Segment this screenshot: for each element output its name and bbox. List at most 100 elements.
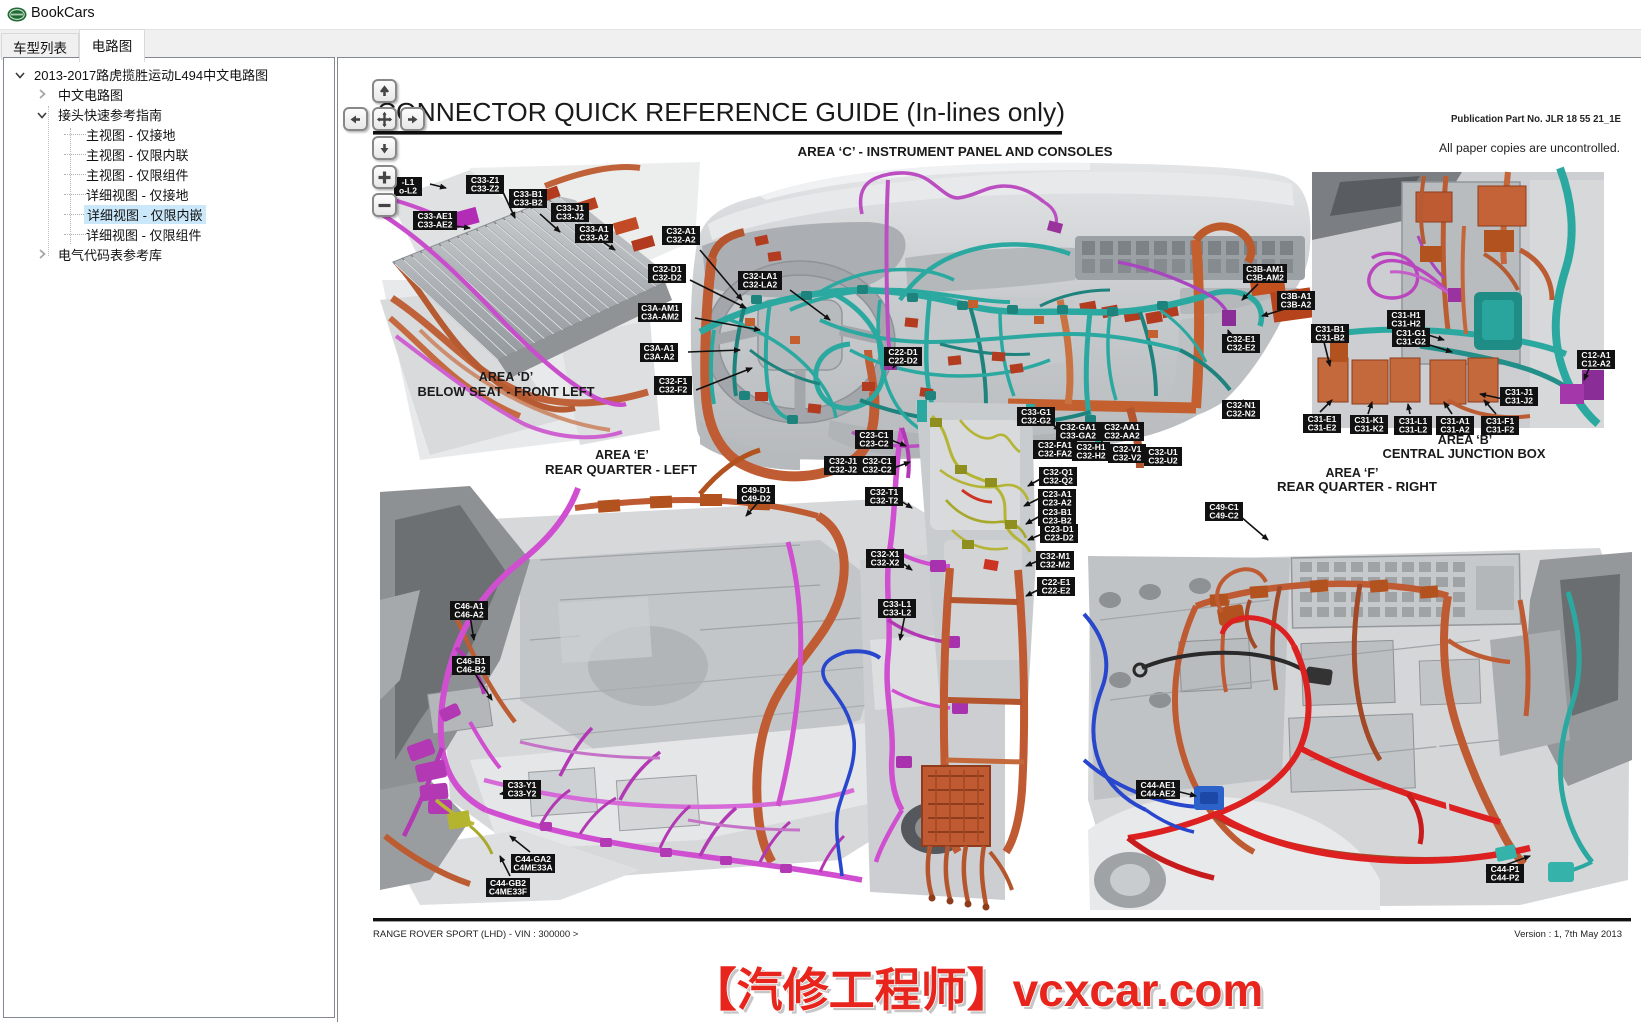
svg-text:RANGE ROVER SPORT (LHD) - VIN: RANGE ROVER SPORT (LHD) - VIN : 300000 >: [373, 929, 579, 940]
svg-text:C31-L2: C31-L2: [1399, 425, 1428, 435]
svg-text:C3A-A2: C3A-A2: [644, 352, 675, 362]
svg-text:All paper copies are uncontrol: All paper copies are uncontrolled.: [1439, 143, 1620, 155]
svg-text:AREA ‘E’: AREA ‘E’: [595, 448, 649, 462]
svg-text:C46-A1: C46-A1: [454, 601, 484, 611]
svg-text:C23-B2: C23-B2: [1042, 516, 1072, 526]
svg-text:C32-Q2: C32-Q2: [1043, 476, 1073, 486]
svg-text:C31-E2: C31-E2: [1308, 423, 1337, 433]
svg-text:C32-U2: C32-U2: [1148, 456, 1178, 466]
svg-text:C44-P2: C44-P2: [1491, 873, 1520, 883]
svg-text:C31-B1: C31-B1: [1315, 324, 1345, 334]
svg-text:C32-FA1: C32-FA1: [1038, 440, 1072, 450]
svg-text:C23-D2: C23-D2: [1044, 533, 1074, 543]
svg-text:C33-Y1: C33-Y1: [508, 780, 537, 790]
svg-text:C22-D2: C22-D2: [888, 356, 918, 366]
svg-text:Version : 1, 7th May 2013: Version : 1, 7th May 2013: [1514, 929, 1622, 940]
svg-text:C32-G2: C32-G2: [1021, 416, 1051, 426]
svg-text:C12-A2: C12-A2: [1581, 359, 1611, 369]
svg-text:C32-X1: C32-X1: [871, 549, 900, 559]
svg-text:C31-A1: C31-A1: [1440, 416, 1470, 426]
svg-text:C31-K2: C31-K2: [1354, 424, 1384, 434]
svg-text:C32-E2: C32-E2: [1227, 343, 1256, 353]
svg-text:C32-V2: C32-V2: [1113, 453, 1142, 463]
svg-text:C49-C2: C49-C2: [1209, 511, 1239, 521]
svg-text:C23-D1: C23-D1: [1044, 524, 1074, 534]
svg-text:C32-GA1: C32-GA1: [1060, 422, 1096, 432]
svg-text:C22-E2: C22-E2: [1042, 586, 1071, 596]
svg-text:C22-E1: C22-E1: [1042, 577, 1071, 587]
svg-text:C31-F1: C31-F1: [1486, 416, 1515, 426]
svg-text:C32-C1: C32-C1: [862, 456, 892, 466]
svg-text:【汽修工程师】vcxcar.com: 【汽修工程师】vcxcar.com: [691, 964, 1264, 1016]
svg-text:C32-T1: C32-T1: [870, 487, 899, 497]
svg-text:C23-A2: C23-A2: [1042, 498, 1072, 508]
svg-text:C32-T2: C32-T2: [870, 496, 899, 506]
svg-text:Publication Part No. JLR 18 55: Publication Part No. JLR 18 55 21_1E: [1451, 114, 1621, 125]
svg-text:C31-G1: C31-G1: [1396, 328, 1426, 338]
svg-text:C23-B1: C23-B1: [1042, 507, 1072, 517]
svg-text:C32-U1: C32-U1: [1148, 447, 1178, 457]
svg-text:C31-H2: C31-H2: [1391, 319, 1421, 329]
svg-text:C33-AE2: C33-AE2: [418, 220, 453, 230]
svg-text:C32-N1: C32-N1: [1226, 400, 1256, 410]
svg-text:C49-C1: C49-C1: [1209, 502, 1239, 512]
svg-text:C32-M1: C32-M1: [1040, 551, 1071, 561]
svg-text:C32-AA1: C32-AA1: [1104, 422, 1140, 432]
svg-text:C4ME33A: C4ME33A: [513, 863, 552, 873]
svg-text:C32-LA1: C32-LA1: [743, 271, 778, 281]
svg-text:C32-D2: C32-D2: [652, 273, 682, 283]
svg-text:C33-Z1: C33-Z1: [471, 175, 500, 185]
svg-text:C32-M2: C32-M2: [1040, 560, 1071, 570]
svg-text:C33-L1: C33-L1: [883, 599, 912, 609]
svg-text:C32-Q1: C32-Q1: [1043, 467, 1073, 477]
svg-text:C31-F2: C31-F2: [1486, 425, 1515, 435]
svg-text:C46-B1: C46-B1: [456, 656, 486, 666]
svg-text:C44-GA2: C44-GA2: [515, 854, 551, 864]
svg-text:C33-G1: C33-G1: [1021, 407, 1051, 417]
svg-text:C33-B1: C33-B1: [513, 189, 543, 199]
svg-text:C32-A2: C32-A2: [666, 235, 696, 245]
svg-text:C32-A1: C32-A1: [666, 226, 696, 236]
svg-text:C3B-A1: C3B-A1: [1281, 291, 1312, 301]
svg-text:REAR QUARTER - RIGHT: REAR QUARTER - RIGHT: [1277, 480, 1437, 494]
svg-text:AREA ‘D’: AREA ‘D’: [479, 370, 533, 384]
svg-text:AREA ‘C’ - INSTRUMENT PANEL AN: AREA ‘C’ - INSTRUMENT PANEL AND CONSOLES: [798, 145, 1113, 159]
svg-text:C49-D1: C49-D1: [741, 485, 771, 495]
svg-text:C31-G2: C31-G2: [1396, 337, 1426, 347]
svg-text:C31-B2: C31-B2: [1315, 333, 1345, 343]
svg-text:C23-C2: C23-C2: [859, 439, 889, 449]
svg-text:C33-L2: C33-L2: [883, 608, 912, 618]
svg-text:C44-AE2: C44-AE2: [1141, 789, 1176, 799]
svg-text:C32-E1: C32-E1: [1227, 334, 1256, 344]
svg-text:C32-J2: C32-J2: [829, 465, 857, 475]
svg-text:o-L2: o-L2: [399, 186, 417, 196]
svg-text:C33-Y2: C33-Y2: [508, 789, 537, 799]
svg-text:AREA ‘F’: AREA ‘F’: [1325, 466, 1378, 480]
svg-text:C31-E1: C31-E1: [1308, 414, 1337, 424]
svg-text:C32-F2: C32-F2: [659, 385, 688, 395]
svg-text:C31-K1: C31-K1: [1354, 415, 1384, 425]
svg-text:C32-H1: C32-H1: [1076, 442, 1106, 452]
svg-text:C32-C2: C32-C2: [862, 465, 892, 475]
svg-text:REAR QUARTER - LEFT: REAR QUARTER - LEFT: [545, 463, 697, 477]
svg-text:C31-A2: C31-A2: [1440, 425, 1470, 435]
svg-text:C33-J2: C33-J2: [556, 212, 584, 222]
svg-text:CENTRAL JUNCTION BOX: CENTRAL JUNCTION BOX: [1383, 447, 1547, 461]
svg-text:C3B-A2: C3B-A2: [1281, 300, 1312, 310]
svg-text:C44-GB2: C44-GB2: [490, 878, 526, 888]
svg-text:C23-A1: C23-A1: [1042, 489, 1072, 499]
svg-text:C32-FA2: C32-FA2: [1038, 449, 1072, 459]
svg-text:C32-X2: C32-X2: [871, 558, 900, 568]
svg-text:C33-AE1: C33-AE1: [418, 211, 453, 221]
svg-text:C32-H2: C32-H2: [1076, 451, 1106, 461]
svg-text:C33-J1: C33-J1: [556, 203, 584, 213]
svg-text:C31-H1: C31-H1: [1391, 310, 1421, 320]
svg-text:CONNECTOR QUICK REFERENCE GUID: CONNECTOR QUICK REFERENCE GUIDE (In-line…: [377, 97, 1065, 127]
svg-text:C22-D1: C22-D1: [888, 347, 918, 357]
svg-text:C32-N2: C32-N2: [1226, 409, 1256, 419]
svg-text:AREA ‘B’: AREA ‘B’: [1438, 433, 1492, 447]
svg-text:C31-J2: C31-J2: [1505, 396, 1533, 406]
svg-text:C4ME33F: C4ME33F: [489, 887, 527, 897]
svg-text:C33-GA2: C33-GA2: [1060, 431, 1096, 441]
svg-text:C32-J1: C32-J1: [829, 456, 857, 466]
